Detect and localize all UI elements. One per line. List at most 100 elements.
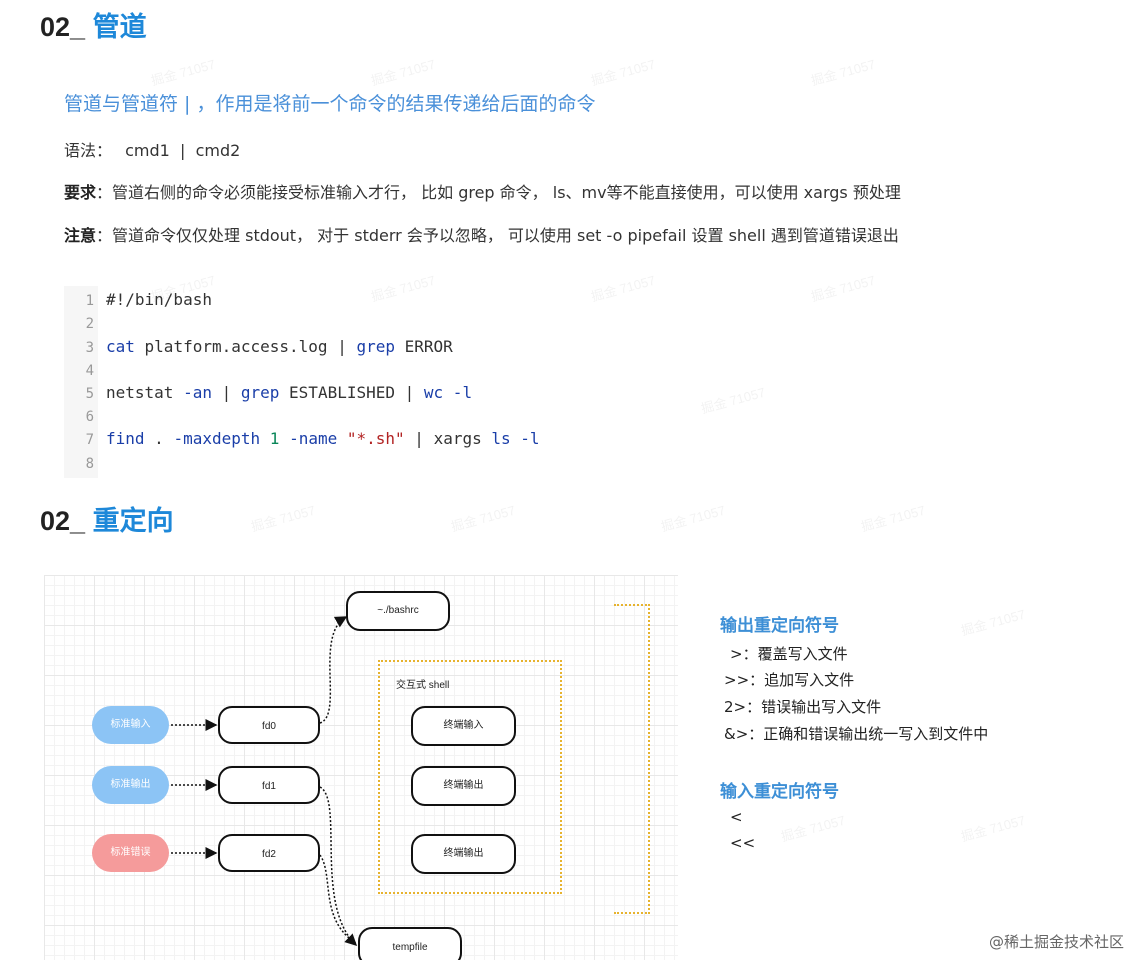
watermark: 掘金 71057 [699,384,767,417]
watermark: 掘金 71057 [959,812,1027,845]
output-redirect-item: >>：追加写入文件 [724,671,855,689]
code-token: cat [106,337,135,356]
section-number: 02_ [40,12,86,42]
code-line: 6 [64,404,106,427]
arrow-fd0-bashrc [319,616,348,724]
line-number: 8 [85,456,94,472]
code-token: grep [240,383,280,402]
line-number: 3 [85,340,94,356]
section-title-pipe: 02_ 管道 [40,5,147,44]
code-token: 1 [269,429,280,448]
diagram-connectors [171,616,358,947]
code-token: -maxdepth [173,429,261,448]
code-gutter [64,286,98,478]
shell-group-title: 交互式 shell [396,680,450,691]
output-redirect-item: 2>：错误输出写入文件 [724,698,882,716]
code-token: -l [443,383,473,402]
footer-credit: @稀土掘金技术社区 [988,933,1124,951]
watermark: 掘金 71057 [589,56,657,89]
code-token: grep [356,337,395,356]
input-redirect-title: 输入重定向符号 [720,782,839,802]
watermark: 掘金 71057 [959,606,1027,639]
terminal-input-node: 终端输入 [411,706,516,746]
watermark: 掘金 71057 [659,502,727,535]
line-number: 2 [85,316,94,332]
code-token: netstat [106,383,184,402]
note-text: ：管道命令仅仅处理 stdout， 对于 stderr 会予以忽略， 可以使用 … [96,226,899,245]
code-token: find [106,429,145,448]
syntax-label: 语法： [64,141,113,160]
terminal-output-node: 终端输出 [411,766,516,806]
code-token [260,429,270,448]
arrow-fd2-tempfile [319,854,357,944]
section-number: 02_ [40,506,86,536]
stdin-node: 标准输入 [92,706,169,744]
arrow-fd1-tempfile [319,786,358,947]
bashrc-node: ~./bashrc [346,591,450,631]
section-title-text: 重定向 [92,506,174,536]
note-label: 注意 [64,226,97,245]
line-number: 4 [85,363,94,379]
line-number: 7 [85,432,94,448]
tempfile-node: tempfile [358,927,462,960]
line-number: 5 [85,386,94,402]
watermark: 掘金 71057 [809,272,877,305]
output-redirect-item: &>：正确和错误输出统一写入到文件中 [724,725,989,743]
watermark: 掘金 71057 [149,56,217,89]
terminal-output-node: 终端输出 [411,834,516,874]
code-token [279,429,289,448]
section-title-text: 管道 [92,12,147,42]
syntax-line: 语法： cmd1 | cmd2 [64,137,240,161]
watermark: 掘金 71057 [589,272,657,305]
fd0-node: fd0 [218,706,320,744]
code-token: | xargs [404,429,492,448]
code-block: 1 #!/bin/bash 2 3 cat platform.access.log … [64,286,584,478]
pipe-lead-text: 管道与管道符 | ，作用是将前一个命令的结果传递给后面的命令 [64,93,596,115]
requirement-text: ：管道右侧的命令必须能接受标准输入才行， 比如 grep 命令， ls、mv等不… [96,183,901,202]
watermark: 掘金 71057 [859,502,927,535]
code-line: 8 [64,451,106,474]
code-line: 3 cat platform.access.log | grep ERROR [64,335,453,358]
note-line: 注意：管道命令仅仅处理 stdout， 对于 stderr 会予以忽略， 可以使… [64,222,899,246]
section-title-redirect: 02_ 重定向 [40,499,174,538]
watermark: 掘金 71057 [449,502,517,535]
watermark: 掘金 71057 [369,56,437,89]
fd2-node: fd2 [218,834,320,872]
code-token: "*.sh" [346,429,405,448]
code-text: #!/bin/bash [106,290,212,309]
code-token: ERROR [395,337,453,356]
code-line: 1 #!/bin/bash [64,288,212,311]
code-token: ls [491,429,511,448]
code-token: ESTABLISHED | [279,383,424,402]
output-redirect-title: 输出重定向符号 [720,616,839,636]
code-line: 5 netstat -an | grep ESTABLISHED | wc -l [64,381,473,404]
watermark: 掘金 71057 [249,502,317,535]
code-token: . [144,429,174,448]
syntax-value: cmd1 | cmd2 [125,141,241,160]
line-number: 1 [85,293,94,309]
interactive-shell-group: 交互式 shell [378,660,562,894]
code-line: 4 [64,358,106,381]
input-redirect-item: << [730,834,756,852]
output-redirect-item: >：覆盖写入文件 [730,645,848,663]
code-token: -an [183,383,212,402]
input-redirect-item: < [730,808,743,826]
watermark: 掘金 71057 [779,812,847,845]
code-token: | [211,383,241,402]
stdout-node: 标准输出 [92,766,169,804]
redirect-diagram: ~./bashrc 交互式 shell 标准输入 标准输出 标准错误 fd0 f… [44,575,678,960]
code-line: 2 [64,311,106,334]
requirement-label: 要求 [64,183,97,202]
line-number: 6 [85,409,94,425]
redirect-bracket [614,604,650,914]
requirement-line: 要求：管道右侧的命令必须能接受标准输入才行， 比如 grep 命令， ls、mv… [64,179,901,203]
stderr-node: 标准错误 [92,834,169,872]
code-line: 7 find . -maxdepth 1 -name "*.sh" | xargs… [64,427,540,450]
watermark: 掘金 71057 [809,56,877,89]
code-token [337,429,347,448]
code-token: platform.access.log | [134,337,357,356]
fd1-node: fd1 [218,766,320,804]
code-token: -name [289,429,338,448]
code-token: -l [510,429,540,448]
code-token: wc [423,383,444,402]
